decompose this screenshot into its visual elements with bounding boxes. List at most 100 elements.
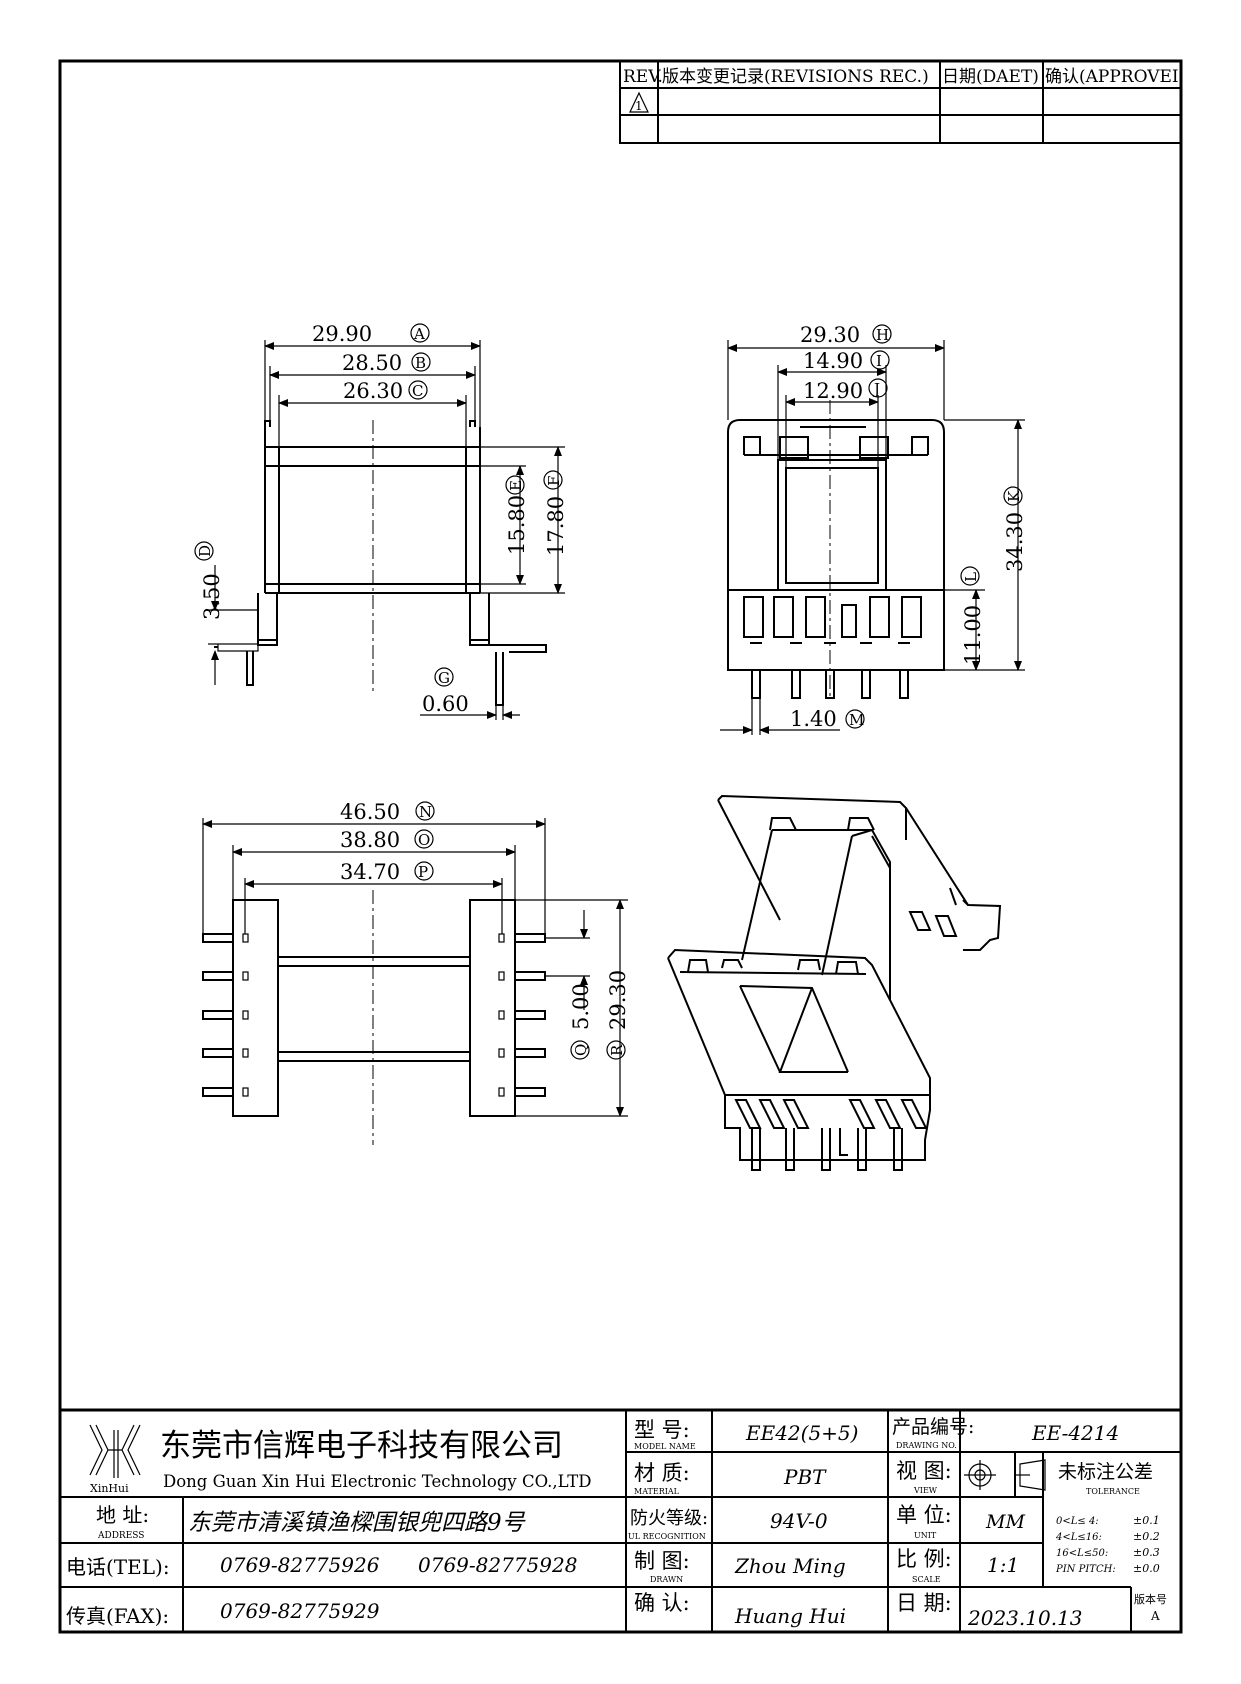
ul-label-en: UL RECOGNITION xyxy=(628,1532,706,1541)
isometric-view xyxy=(667,794,1002,1171)
dim-q-value: 5.00 xyxy=(569,983,593,1030)
tolerance-range-2: 4<L≤16: xyxy=(1055,1532,1102,1543)
tolerance-range-1: 0<L≤ 4: xyxy=(1056,1516,1099,1527)
dim-i-value: 14.90 xyxy=(803,349,863,373)
dim-d-value: 3.50 xyxy=(200,573,224,620)
confirm-value: Huang Hui xyxy=(734,1604,846,1628)
scale-value: 1:1 xyxy=(987,1553,1019,1577)
dim-j-tag: J xyxy=(872,380,880,398)
tolerance-value-4: ±0.0 xyxy=(1133,1562,1160,1575)
dim-m-value: 1.40 xyxy=(790,707,837,731)
drawing-no-label: 产品编号: xyxy=(892,1416,974,1438)
address-value: 东莞市清溪镇渔樑围银兜四路9号 xyxy=(188,1510,526,1536)
dim-k-tag: K xyxy=(1005,490,1023,502)
approve-header: 确认(APPROVEI xyxy=(1045,67,1179,87)
drawing-no-value: EE-4214 xyxy=(1031,1421,1119,1445)
address-label: 地 址: xyxy=(96,1503,149,1527)
tolerance-value-1: ±0.1 xyxy=(1133,1514,1160,1527)
confirm-label: 确 认: xyxy=(634,1591,690,1615)
material-value: PBT xyxy=(783,1465,827,1489)
material-label-en: MATERIAL xyxy=(634,1487,680,1496)
date-value: 2023.10.13 xyxy=(967,1606,1083,1630)
tolerance-range-3: 16<L≤50: xyxy=(1056,1548,1108,1559)
tel-2: 0769-82775928 xyxy=(418,1553,577,1577)
dim-e-value: 15.80 xyxy=(505,495,529,555)
dim-k-value: 34.30 xyxy=(1003,512,1027,572)
logo-text: XinHui xyxy=(90,1482,129,1495)
scale-label-en: SCALE xyxy=(912,1575,941,1584)
dim-j-value: 12.90 xyxy=(803,379,863,403)
dim-g-tag: G xyxy=(438,669,450,687)
dim-p-value: 34.70 xyxy=(340,860,400,884)
dim-f-value: 17.80 xyxy=(544,496,568,556)
dim-a-value: 29.90 xyxy=(312,322,372,346)
tolerance-value-3: ±0.3 xyxy=(1133,1546,1160,1559)
drawing-no-label-en: DRAWING NO. xyxy=(896,1441,957,1450)
dim-e-tag: E xyxy=(507,480,525,491)
rev-header: REV. xyxy=(623,67,663,87)
dim-r-tag: R xyxy=(608,1044,626,1056)
dim-c-value: 26.30 xyxy=(343,379,403,403)
front-view: 29.90 A 28.50 B 26.30 C 15.80 E 17.80 F xyxy=(194,322,568,720)
unit-label-en: UNIT xyxy=(914,1531,937,1540)
material-label: 材 质: xyxy=(634,1461,690,1485)
tel-label: 电话(TEL): xyxy=(66,1555,170,1579)
dim-l-value: 11.00 xyxy=(961,605,985,665)
company-name-en: Dong Guan Xin Hui Electronic Technology … xyxy=(163,1472,592,1491)
dim-o-tag: O xyxy=(418,831,430,849)
title-block: XinHui 东莞市信辉电子科技有限公司 Dong Guan Xin Hui E… xyxy=(58,1408,1183,1634)
unit-label: 单 位: xyxy=(896,1503,952,1527)
version-label: 版本号 xyxy=(1134,1592,1167,1606)
ul-label: 防火等级: xyxy=(630,1508,708,1529)
drawn-label: 制 图: xyxy=(634,1549,690,1573)
dim-n-tag: N xyxy=(419,803,432,821)
sheet-border xyxy=(58,59,1183,1634)
dim-o-value: 38.80 xyxy=(340,828,400,852)
date-label: 日 期: xyxy=(896,1591,952,1615)
scale-label: 比 例: xyxy=(896,1547,952,1571)
side-view: 29.30 H 14.90 I 12.90 J 34.30 K 11.00 L xyxy=(720,323,1027,735)
view-label: 视 图: xyxy=(896,1459,952,1483)
view-label-en: VIEW xyxy=(913,1486,938,1495)
ul-value: 94V-0 xyxy=(770,1509,828,1533)
dim-f-tag: F xyxy=(545,476,563,486)
dim-n-value: 46.50 xyxy=(340,800,400,824)
dim-r-value: 29.30 xyxy=(606,970,630,1030)
svg-text:1: 1 xyxy=(635,99,643,113)
address-label-en: ADDRESS xyxy=(97,1531,144,1541)
dim-d-tag: D xyxy=(196,545,214,557)
tel-1: 0769-82775926 xyxy=(220,1553,380,1577)
model-label-en: MODEL NAME xyxy=(634,1442,696,1451)
dim-p-tag: P xyxy=(418,863,428,881)
dim-a-tag: A xyxy=(413,325,425,343)
dim-h-tag: H xyxy=(876,326,889,344)
projection-symbol-icon xyxy=(964,1459,1046,1491)
tolerance-label-en: TOLERANCE xyxy=(1086,1487,1140,1496)
company-name-cn: 东莞市信辉电子科技有限公司 xyxy=(160,1428,563,1464)
top-view: 46.50 N 38.80 O 34.70 P 5.00 Q 29.30 R xyxy=(202,800,630,1145)
dim-q-tag: Q xyxy=(572,1044,590,1056)
dim-g-value: 0.60 xyxy=(422,692,469,716)
dim-b-tag: B xyxy=(415,354,426,372)
drawn-label-en: DRAWN xyxy=(650,1575,683,1584)
tolerance-value-2: ±0.2 xyxy=(1133,1530,1160,1543)
unit-value: MM xyxy=(985,1511,1025,1533)
tolerance-range-4: PIN PITCH: xyxy=(1055,1564,1116,1575)
dim-c-tag: C xyxy=(412,382,423,400)
revisions-header: 版本变更记录(REVISIONS REC.) xyxy=(662,67,929,87)
date-header: 日期(DAET) xyxy=(942,67,1039,87)
dim-i-tag: I xyxy=(876,352,882,370)
version-value: A xyxy=(1150,1609,1160,1623)
model-value: EE42(5+5) xyxy=(745,1421,858,1445)
drawn-value: Zhou Ming xyxy=(734,1554,846,1578)
tolerance-label: 未标注公差 xyxy=(1058,1461,1153,1483)
revision-table: REV. 版本变更记录(REVISIONS REC.) 日期(DAET) 确认(… xyxy=(619,60,1182,144)
revision-triangle-icon: 1 xyxy=(629,91,649,113)
dim-h-value: 29.30 xyxy=(800,323,860,347)
dim-b-value: 28.50 xyxy=(342,351,402,375)
fax-label: 传真(FAX): xyxy=(66,1604,169,1628)
model-label: 型 号: xyxy=(634,1418,690,1442)
company-logo: XinHui xyxy=(89,1424,141,1495)
dim-m-tag: M xyxy=(849,711,864,729)
